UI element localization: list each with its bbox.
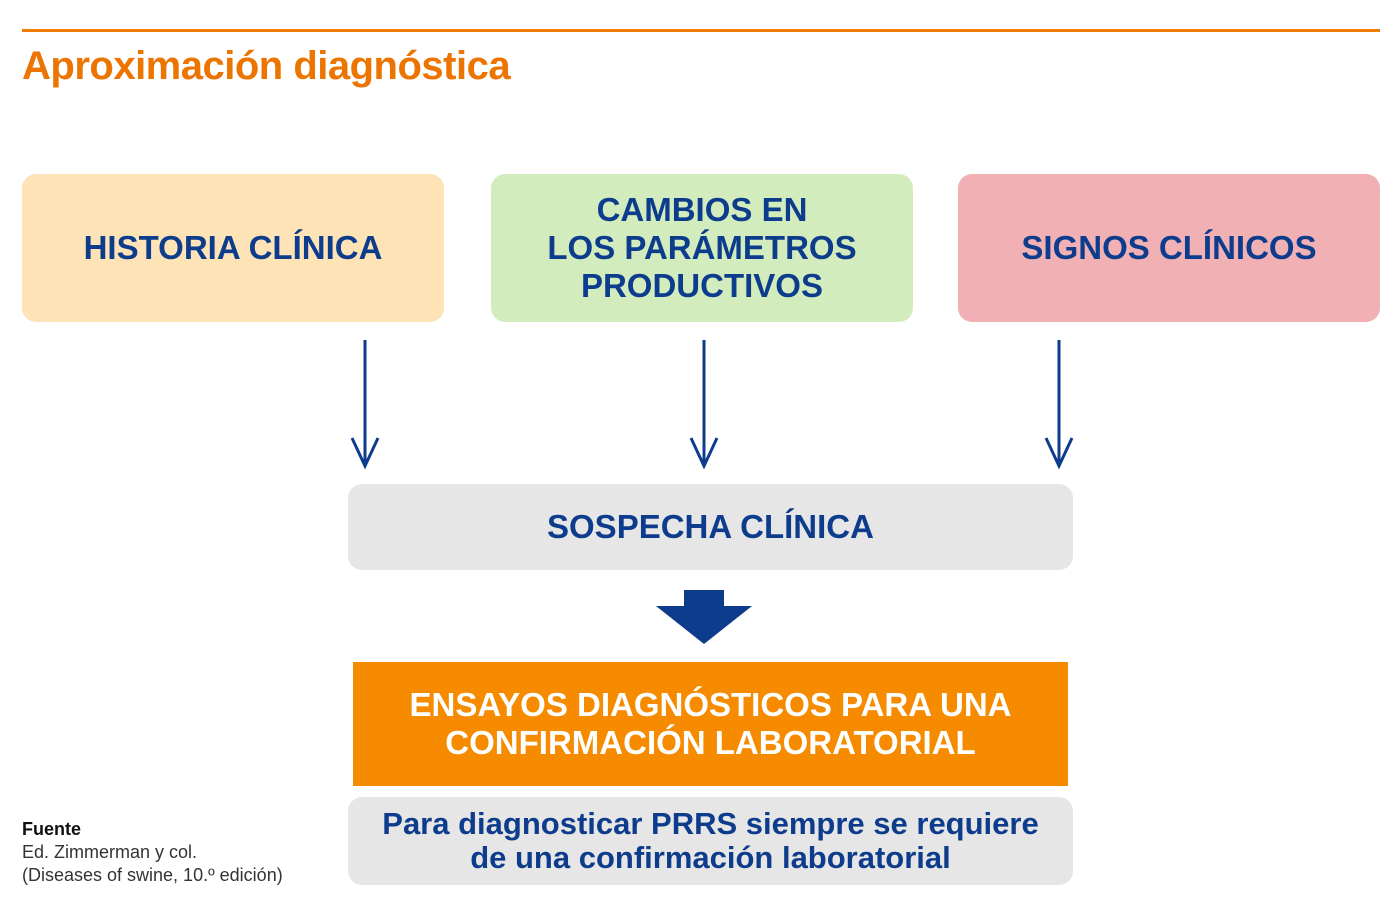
parameters-box: CAMBIOS EN LOS PARÁMETROS PRODUCTIVOS — [491, 174, 913, 322]
history-box: HISTORIA CLÍNICA — [22, 174, 444, 322]
note-line-2: de una confirmación laboratorial — [470, 840, 951, 875]
source-heading: Fuente — [22, 819, 82, 839]
assays-label-line-2: CONFIRMACIÓN LABORATORIAL — [445, 724, 976, 761]
signs-box: SIGNOS CLÍNICOS — [958, 174, 1380, 322]
down-block-arrow — [656, 590, 752, 644]
assays-box: ENSAYOS DIAGNÓSTICOS PARA UNA CONFIRMACI… — [353, 662, 1068, 786]
note-box: Para diagnosticar PRRS siempre se requie… — [348, 797, 1073, 885]
note-line-1: Para diagnosticar PRRS siempre se requie… — [382, 806, 1039, 841]
arrow-parameters-head — [689, 437, 719, 470]
parameters-label-line-2: LOS PARÁMETROS — [547, 229, 857, 266]
page-title: Aproximación diagnóstica — [22, 44, 511, 88]
history-label: HISTORIA CLÍNICA — [83, 229, 383, 266]
arrow-history-head — [350, 437, 380, 470]
title-rule — [22, 29, 1380, 32]
parameters-label-line-1: CAMBIOS EN — [596, 191, 808, 228]
source-line-1: Ed. Zimmerman y col. — [22, 842, 198, 862]
parameters-label-line-3: PRODUCTIVOS — [580, 267, 823, 304]
source-line-2: (Diseases of swine, 10.º edición) — [22, 865, 283, 885]
suspicion-label: SOSPECHA CLÍNICA — [547, 508, 874, 545]
source-block: Fuente Ed. Zimmerman y col. (Diseases of… — [22, 818, 283, 887]
arrow-signs-head — [1044, 437, 1074, 470]
assays-label-line-1: ENSAYOS DIAGNÓSTICOS PARA UNA — [409, 686, 1012, 723]
suspicion-box: SOSPECHA CLÍNICA — [348, 484, 1073, 570]
signs-label: SIGNOS CLÍNICOS — [1021, 229, 1317, 266]
